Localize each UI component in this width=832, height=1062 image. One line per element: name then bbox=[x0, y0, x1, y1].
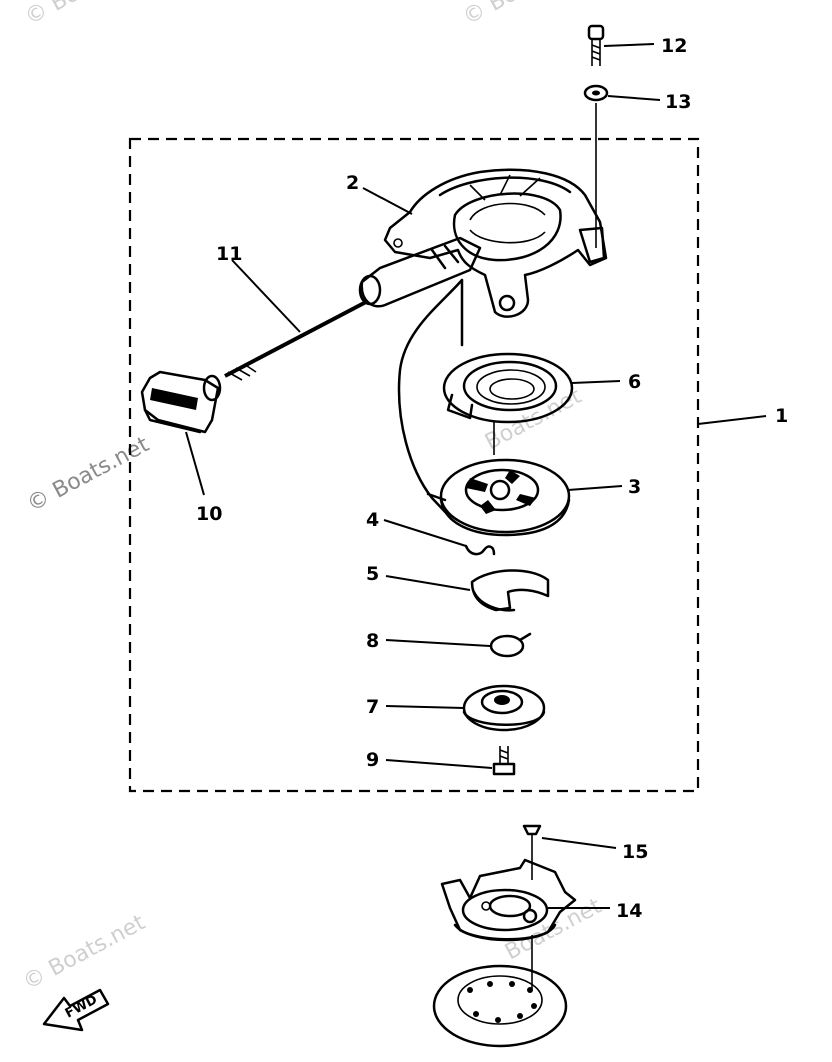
callout-1: 1 bbox=[775, 405, 788, 427]
watermark: © Boats.net bbox=[19, 910, 150, 995]
callout-3: 3 bbox=[628, 476, 641, 498]
watermark: © Boats.net bbox=[459, 0, 590, 30]
part-8-pawl-spring bbox=[489, 632, 532, 658]
part-12-bolt bbox=[587, 24, 605, 66]
callout-5: 5 bbox=[366, 563, 379, 585]
leader-line-11 bbox=[231, 259, 301, 333]
leader-line-10 bbox=[185, 431, 205, 496]
part-5-drive-plate bbox=[470, 569, 550, 612]
watermark: © Boats.net bbox=[21, 0, 152, 30]
leader-line-7 bbox=[385, 705, 465, 709]
callout-12: 12 bbox=[661, 35, 687, 57]
callout-10: 10 bbox=[196, 503, 222, 525]
leader-line-6 bbox=[571, 380, 621, 384]
callout-13: 13 bbox=[665, 91, 691, 113]
leader-line-1 bbox=[697, 415, 767, 425]
part-9-screw bbox=[492, 746, 516, 776]
leader-line-13 bbox=[607, 95, 661, 101]
part-3-rope-pulley bbox=[426, 458, 571, 537]
assembly-boundary bbox=[128, 137, 700, 793]
forward-direction-arrow: FWD bbox=[42, 988, 110, 1032]
part-10-lever-knob bbox=[140, 370, 222, 434]
leader-line-15 bbox=[541, 837, 617, 849]
callout-9: 9 bbox=[366, 749, 379, 771]
part-6-recoil-spring bbox=[442, 352, 574, 424]
callout-7: 7 bbox=[366, 696, 379, 718]
part-2-starter-housing bbox=[383, 168, 608, 318]
callout-15: 15 bbox=[622, 841, 648, 863]
callout-11: 11 bbox=[216, 243, 242, 265]
leader-line-8 bbox=[385, 639, 491, 647]
callout-2: 2 bbox=[346, 172, 359, 194]
part-13-washer bbox=[583, 84, 609, 102]
leader-line-4 bbox=[383, 519, 467, 547]
callout-14: 14 bbox=[616, 900, 642, 922]
watermark: © Boats.net bbox=[23, 432, 154, 517]
callout-6: 6 bbox=[628, 371, 641, 393]
part-15-screw bbox=[522, 824, 542, 846]
leader-line-5 bbox=[385, 575, 471, 591]
part-4-spring-clip bbox=[464, 544, 496, 556]
leader-line-3 bbox=[567, 485, 623, 491]
leader-line-9 bbox=[385, 759, 493, 769]
flywheel-disc bbox=[432, 964, 568, 1048]
callout-4: 4 bbox=[366, 509, 379, 531]
leader-line-2 bbox=[362, 187, 413, 215]
part-14-drive-cup bbox=[440, 858, 577, 942]
callout-8: 8 bbox=[366, 630, 379, 652]
leader-line-12 bbox=[603, 43, 655, 47]
starter-rope bbox=[397, 278, 464, 517]
part-11-cable bbox=[224, 236, 482, 381]
part-7-guide-plate bbox=[462, 684, 546, 732]
